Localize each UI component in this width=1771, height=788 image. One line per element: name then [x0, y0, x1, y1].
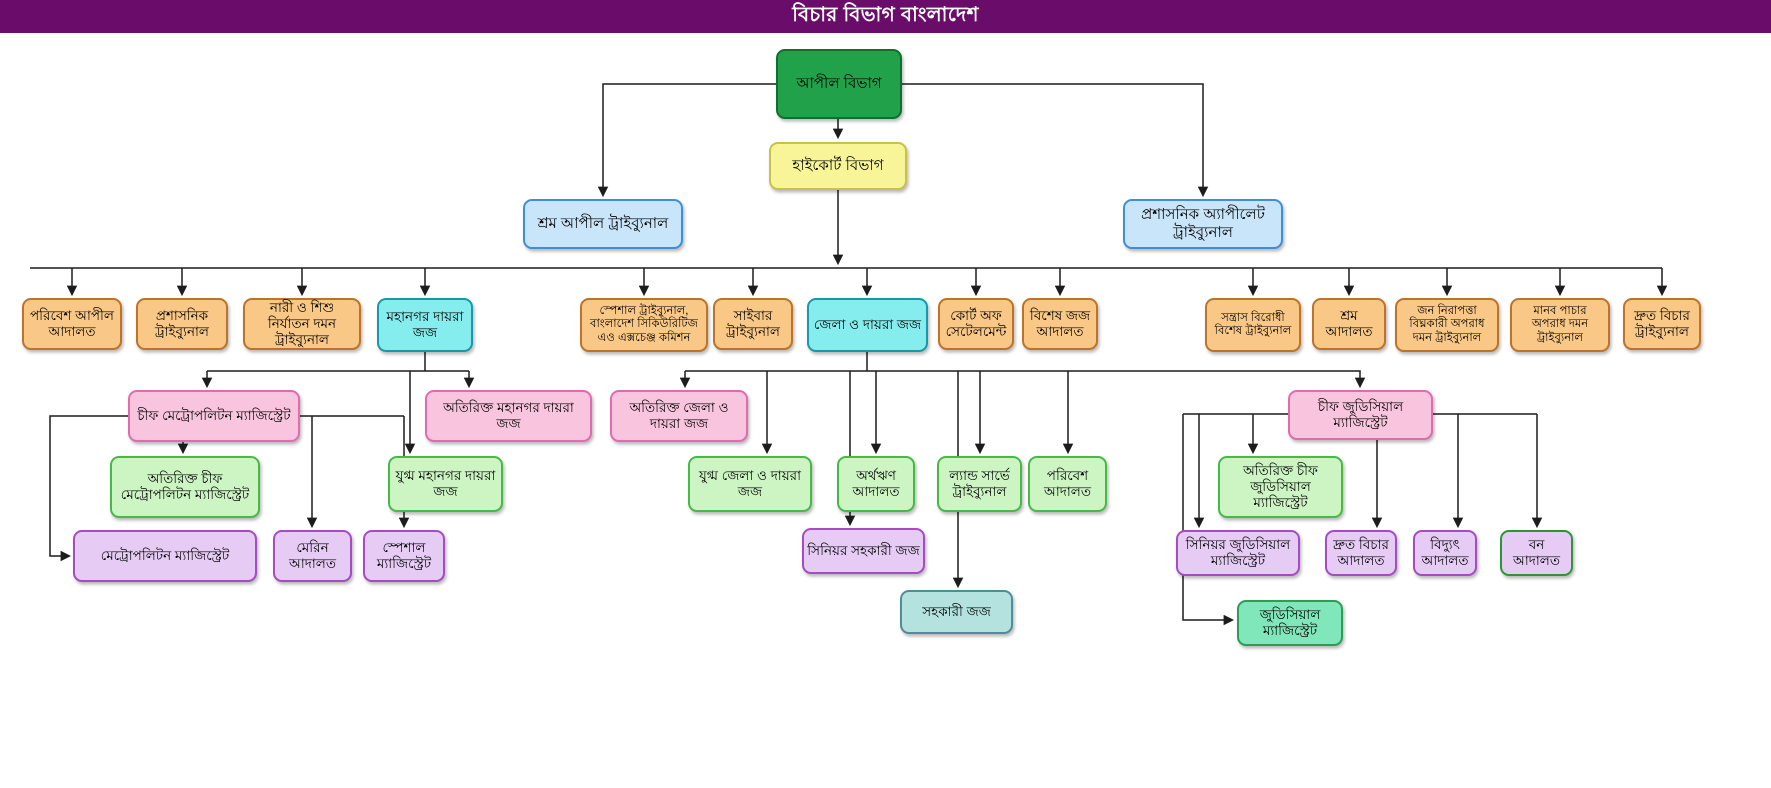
node-human-trafficking-crime-tribunal: মানব পাচার অপরাধ দমন ট্রাইব্যুনাল [1510, 298, 1610, 352]
node-public-safety-crimes-tribunal: জন নিরাপত্তা বিঘ্নকারী অপরাধ দমন ট্রাইব্… [1395, 298, 1499, 352]
node-joint-district-sessions-judge: যুগ্ম জেলা ও দায়রা জজ [688, 456, 812, 512]
node-high-court-division: হাইকোর্ট বিভাগ [769, 142, 907, 190]
node-forest-court: বন আদালত [1500, 530, 1573, 576]
node-district-sessions-judge: জেলা ও দায়রা জজ [807, 298, 928, 352]
node-environment-court: পরিবেশ আদালত [1028, 456, 1107, 512]
node-anti-terrorism-special-tribunal: সন্ত্রাস বিরোধী বিশেষ ট্রাইব্যুনাল [1205, 298, 1301, 352]
node-additional-district-sessions-judge: অতিরিক্ত জেলা ও দায়রা জজ [610, 390, 748, 442]
node-special-judge-court: বিশেষ জজ আদালত [1022, 298, 1098, 350]
node-additional-metropolitan-sessions-judge: অতিরিক্ত মহানগর দায়রা জজ [425, 390, 592, 442]
node-chief-judicial-magistrate: চীফ জুডিসিয়াল ম্যাজিস্ট্রেট [1288, 390, 1433, 440]
node-cyber-tribunal: সাইবার ট্রাইব্যুনাল [713, 298, 793, 350]
page-title: বিচার বিভাগ বাংলাদেশ [0, 0, 1771, 33]
node-speedy-trial-court: দ্রুত বিচার আদালত [1325, 530, 1397, 576]
node-court-of-settlement: কোর্ট অফ সেটেলমেন্ট [938, 298, 1014, 350]
node-special-magistrate: স্পেশাল ম্যাজিস্ট্রেট [363, 530, 445, 582]
node-chief-metropolitan-magistrate: চীফ মেট্রোপলিটন ম্যাজিস্ট্রেট [128, 390, 300, 442]
node-artha-rin-adalat: অর্থঋণ আদালত [837, 456, 915, 512]
node-appellate-division: আপীল বিভাগ [776, 49, 902, 119]
node-assistant-judge: সহকারী জজ [900, 590, 1013, 634]
node-senior-judicial-magistrate: সিনিয়র জুডিসিয়াল ম্যাজিস্ট্রেট [1176, 530, 1300, 576]
node-electricity-court: বিদ্যুৎ আদালত [1413, 530, 1477, 576]
node-labour-appellate-tribunal: শ্রম আপীল ট্রাইব্যুনাল [523, 199, 683, 249]
node-administrative-appellate-tribunal: প্রশাসনিক অ্যাপীলেট ট্রাইব্যুনাল [1123, 199, 1283, 249]
node-speedy-trial-tribunal: দ্রুত বিচার ট্রাইব্যুনাল [1623, 298, 1701, 350]
node-land-survey-tribunal: ল্যান্ড সার্ভে ট্রাইব্যুনাল [937, 456, 1022, 512]
node-additional-chief-judicial-magistrate: অতিরিক্ত চীফ জুডিসিয়াল ম্যাজিস্ট্রেট [1218, 456, 1343, 518]
node-senior-assistant-judge: সিনিয়র সহকারী জজ [802, 528, 925, 574]
node-marine-court: মেরিন আদালত [273, 530, 352, 582]
node-joint-metropolitan-sessions-judge: যুগ্ম মহানগর দায়রা জজ [388, 456, 503, 512]
node-metropolitan-magistrate: মেট্রোপলিটন ম্যাজিস্ট্রেট [73, 530, 257, 582]
node-metropolitan-sessions-judge: মহানগর দায়রা জজ [377, 298, 473, 352]
node-administrative-tribunal: প্রশাসনিক ট্রাইব্যুনাল [136, 298, 228, 350]
node-special-tribunal-bsec: স্পেশাল ট্রাইব্যুনাল, বাংলাদেশ সিকিউরিটি… [580, 298, 708, 352]
node-labour-court: শ্রম আদালত [1312, 298, 1386, 350]
node-judicial-magistrate: জুডিসিয়াল ম্যাজিস্ট্রেট [1237, 600, 1343, 646]
node-additional-chief-metropolitan-magistrate: অতিরিক্ত চীফ মেট্রোপলিটন ম্যাজিস্ট্রেট [110, 456, 260, 518]
node-environment-appeal-court: পরিবেশ আপীল আদালত [22, 298, 122, 350]
node-women-children-repression-tribunal: নারী ও শিশু নির্যাতন দমন ট্রাইব্যুনাল [243, 298, 361, 350]
